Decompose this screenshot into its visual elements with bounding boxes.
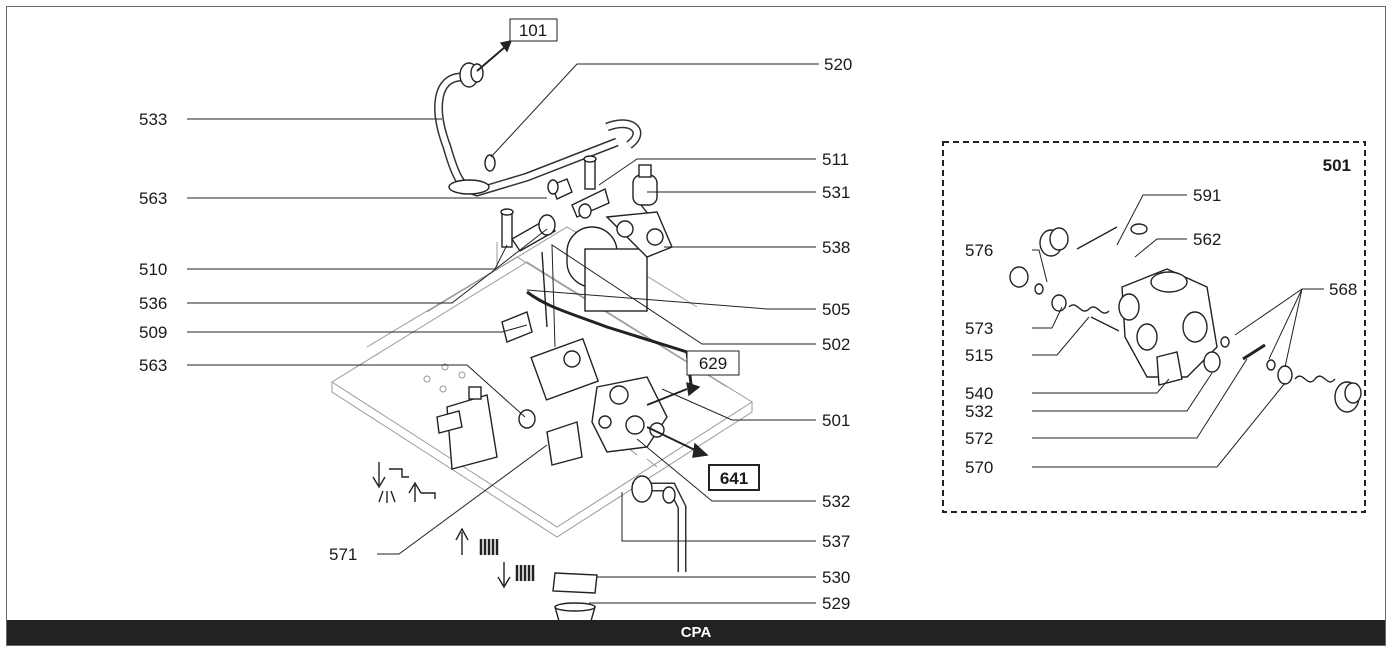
flow-symbols (372, 462, 535, 589)
detail-drawing (1009, 223, 1362, 413)
callout-520: 520 (824, 55, 852, 74)
callout-510: 510 (139, 260, 167, 279)
callout-629: 629 (699, 354, 727, 373)
callout-502: 502 (822, 335, 850, 354)
exploded-parts-diagram: 101 520 533 511 563 531 538 510 536 505 … (139, 18, 1366, 622)
main-assembly-drawing (331, 40, 753, 622)
callout-571: 571 (329, 545, 357, 564)
callout-533: 533 (139, 110, 167, 129)
callout-511: 511 (822, 150, 849, 169)
footer-label: CPA (680, 624, 712, 641)
detail-callout-562: 562 (1193, 230, 1221, 249)
callout-538: 538 (822, 238, 850, 257)
callout-532: 532 (822, 492, 850, 511)
callout-537: 537 (822, 532, 850, 551)
callout-531: 531 (822, 183, 850, 202)
callout-536: 536 (139, 294, 167, 313)
drawing-frame: 101 520 533 511 563 531 538 510 536 505 … (6, 6, 1386, 646)
main-callout-labels: 101 520 533 511 563 531 538 510 536 505 … (139, 18, 852, 613)
detail-callout-576: 576 (965, 241, 993, 260)
detail-box-501: 501 (942, 141, 1366, 513)
callout-101: 101 (519, 21, 547, 40)
callout-563-lower: 563 (139, 356, 167, 375)
detail-callout-515: 515 (965, 346, 993, 365)
detail-callout-540: 540 (965, 384, 993, 403)
callout-529: 529 (822, 594, 850, 613)
detail-leader-lines (1032, 194, 1324, 468)
detail-callout-568: 568 (1329, 280, 1357, 299)
detail-callout-532: 532 (965, 402, 993, 421)
detail-callout-591: 591 (1193, 186, 1221, 205)
detail-callout-labels: 591 562 576 568 573 515 540 532 572 570 (965, 186, 1357, 477)
callout-509: 509 (139, 323, 167, 342)
callout-563-upper: 563 (139, 189, 167, 208)
callout-505: 505 (822, 300, 850, 319)
callout-501: 501 (822, 411, 850, 430)
detail-title: 501 (1323, 156, 1351, 175)
main-leader-lines (187, 63, 819, 604)
detail-callout-570: 570 (965, 458, 993, 477)
footer-bar: CPA (7, 620, 1385, 645)
callout-641: 641 (720, 469, 748, 488)
callout-530: 530 (822, 568, 850, 587)
detail-callout-573: 573 (965, 319, 993, 338)
detail-callout-572: 572 (965, 429, 993, 448)
